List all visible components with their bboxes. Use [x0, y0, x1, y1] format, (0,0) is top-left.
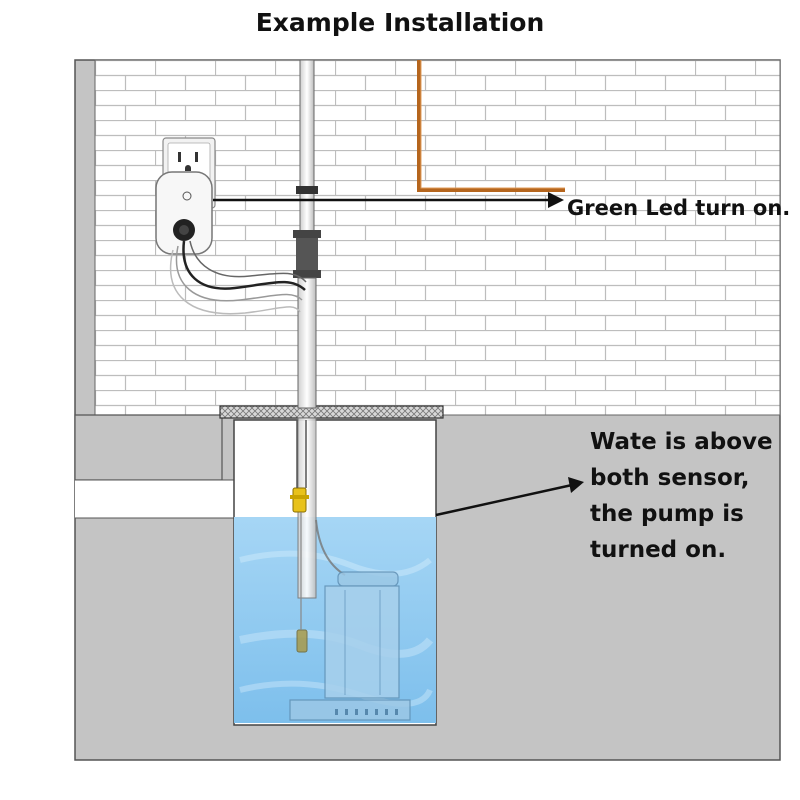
pit-cover	[219, 405, 444, 419]
pipe-clamp	[296, 186, 318, 194]
floor-gap	[75, 480, 235, 518]
water-callout-line-2: both sensor,	[590, 465, 750, 491]
led-callout-label: Green Led turn on.	[567, 196, 791, 220]
diagram-title: Example Installation	[255, 8, 545, 37]
water-callout-line-1: Wate is above	[590, 429, 773, 455]
power-cord	[182, 240, 306, 291]
floor-ledge	[74, 414, 223, 481]
water-callout-label: Wate is above both sensor, the pump is t…	[590, 424, 773, 568]
water-callout-arrow	[435, 483, 573, 517]
sump-pump-icon	[289, 571, 411, 721]
controller-plug-icon	[155, 171, 213, 255]
float-sensor-icon	[292, 487, 307, 513]
check-valve	[296, 238, 318, 270]
water-callout-line-3: the pump is	[590, 501, 744, 527]
copper-pipe	[417, 60, 565, 192]
float-sensor-icon	[296, 629, 308, 653]
water-callout-line-4: turned on.	[590, 537, 727, 563]
